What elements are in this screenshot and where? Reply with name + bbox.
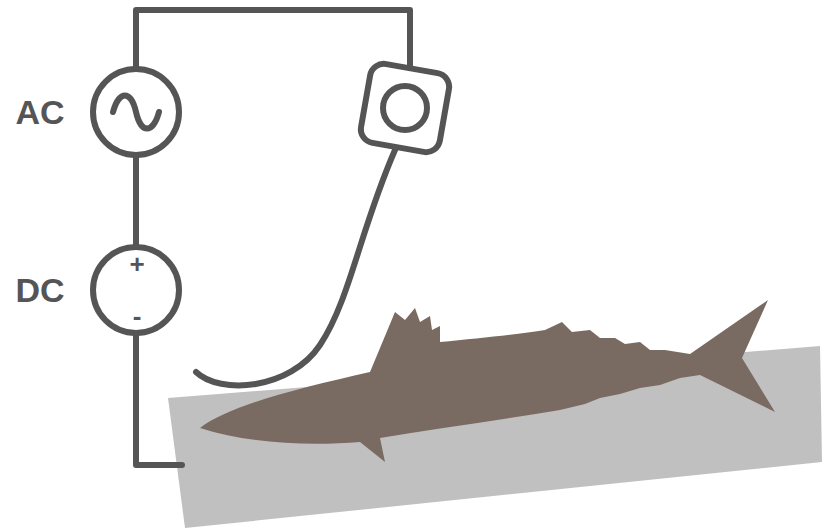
fish	[200, 300, 775, 462]
meter-box	[359, 62, 452, 155]
meter-dial	[383, 86, 427, 130]
source-symbol: AC	[8, 66, 184, 158]
sine-symbol	[113, 96, 159, 129]
probe-wire	[196, 150, 395, 385]
wire	[133, 156, 139, 246]
source-label: DC	[15, 273, 64, 307]
source-symbol: DC + -	[8, 244, 184, 336]
polarity-sign: -	[133, 303, 142, 329]
source-outline	[93, 247, 179, 333]
wire	[136, 10, 410, 66]
source-outline	[93, 69, 179, 155]
polarity-sign: +	[129, 251, 144, 277]
wire	[136, 336, 182, 465]
source-label: AC	[15, 95, 64, 129]
